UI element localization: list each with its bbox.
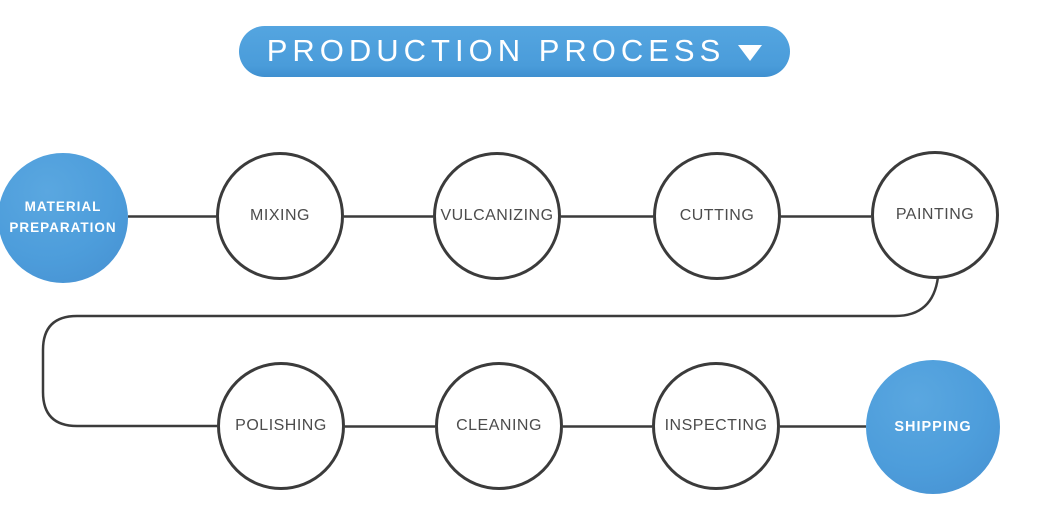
process-step-cleaning: CLEANING — [435, 362, 563, 490]
step-label: MATERIAL PREPARATION — [9, 199, 117, 235]
production-process-header[interactable]: PRODUCTION PROCESS — [239, 26, 790, 77]
step-label: CUTTING — [679, 207, 755, 224]
step-label: POLISHING — [235, 417, 327, 434]
step-label: CLEANING — [456, 417, 542, 434]
step-label: VULCANIZING — [440, 207, 554, 224]
process-step-cutting: CUTTING — [653, 152, 781, 280]
process-step-mixing: MIXING — [216, 152, 344, 280]
process-step-shipping: SHIPPING — [866, 360, 1000, 494]
step-label: SHIPPING — [894, 419, 972, 435]
process-step-painting: PAINTING — [871, 151, 999, 279]
step-label: MIXING — [250, 207, 310, 224]
process-step-material-preparation: MATERIAL PREPARATION — [0, 153, 128, 283]
chevron-down-icon — [738, 44, 763, 61]
process-step-inspecting: INSPECTING — [652, 362, 780, 490]
process-step-vulcanizing: VULCANIZING — [433, 152, 561, 280]
process-step-polishing: POLISHING — [217, 362, 345, 490]
header-title: PRODUCTION PROCESS — [266, 33, 726, 68]
step-label: PAINTING — [895, 206, 975, 223]
step-label: INSPECTING — [664, 417, 768, 434]
